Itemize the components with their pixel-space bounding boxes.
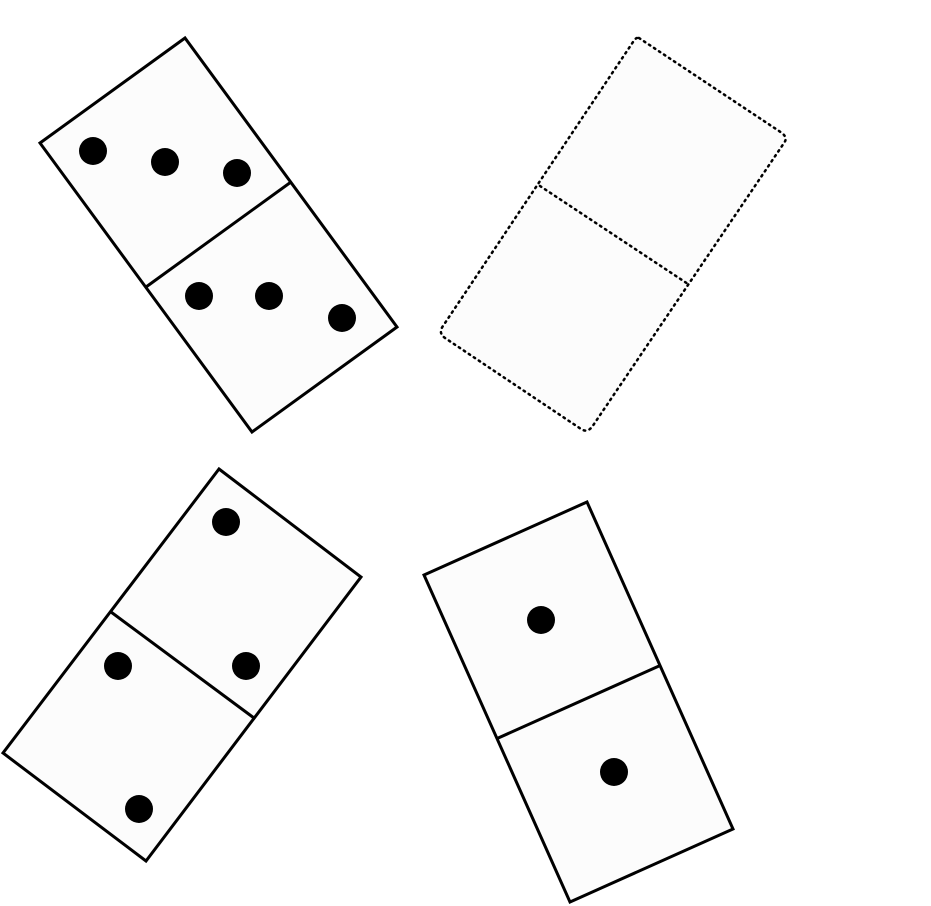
pip: [151, 148, 179, 176]
pip: [185, 282, 213, 310]
pip: [223, 159, 251, 187]
pip: [212, 508, 240, 536]
domino-top-right: [439, 36, 787, 432]
domino-bottom-center-divider: [495, 664, 660, 741]
domino-top-left-divider: [145, 180, 292, 289]
domino-bottom-left-half-1: [212, 508, 260, 680]
domino-bottom-left-half-2: [104, 652, 153, 823]
pip: [255, 282, 283, 310]
pip: [600, 758, 628, 786]
domino-top-right-divider: [538, 184, 690, 286]
domino-top-left-half-1: [79, 137, 251, 187]
domino-bottom-center: [422, 500, 735, 904]
domino-bottom-center-half-1: [527, 606, 555, 634]
pip: [125, 795, 153, 823]
pip: [232, 652, 260, 680]
pip: [527, 606, 555, 634]
domino-bottom-left-divider: [110, 610, 255, 720]
domino-bottom-center-half-2: [600, 758, 628, 786]
pip: [328, 304, 356, 332]
pip: [79, 137, 107, 165]
pip: [104, 652, 132, 680]
domino-top-left-half-2: [185, 282, 356, 332]
domino-top-right-tile: [439, 36, 787, 432]
domino-bottom-left: [0, 466, 364, 864]
domino-top-left: [37, 35, 400, 435]
